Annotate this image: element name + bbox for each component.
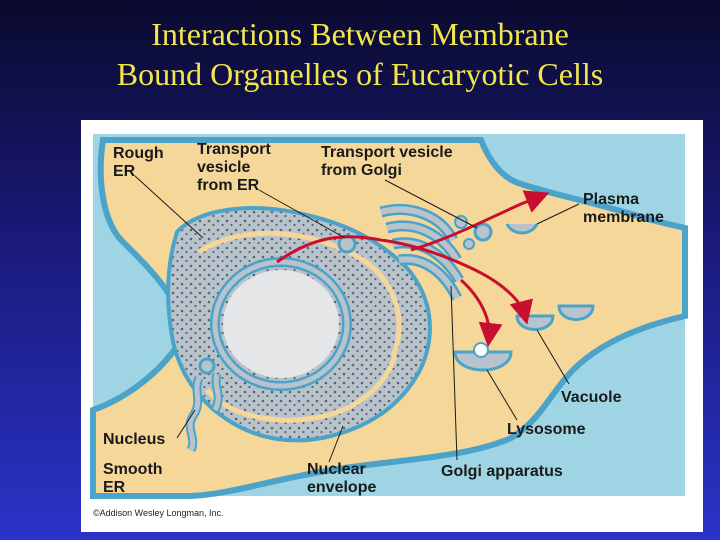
label-transport-vesicle-er: Transport vesicle from ER (197, 141, 275, 194)
vacuole-2 (557, 304, 595, 321)
nuclear-envelope-lumen (212, 259, 350, 389)
vacuole-1 (515, 314, 555, 331)
label-transport-vesicle-golgi: Transport vesicle from Golgi (321, 144, 457, 179)
slide-title: Interactions Between Membrane Bound Orga… (0, 14, 720, 94)
label-nucleus: Nucleus (103, 431, 165, 448)
nucleus (223, 270, 339, 378)
label-smooth-er: Smooth ER (103, 461, 167, 496)
label-vacuole: Vacuole (561, 389, 622, 406)
lysosome-vesicle (473, 342, 489, 358)
copyright-credit: ©Addison Wesley Longman, Inc. (93, 508, 224, 518)
cell-diagram-svg: Rough ER Transport vesicle from ER Trans… (90, 134, 688, 499)
diagram-figure: Rough ER Transport vesicle from ER Trans… (81, 120, 703, 532)
label-nuclear-envelope: Nuclear envelope (307, 461, 376, 496)
label-lysosome: Lysosome (507, 421, 586, 438)
label-golgi-apparatus: Golgi apparatus (441, 463, 563, 480)
smooth-er (185, 357, 223, 453)
label-rough-er: Rough ER (113, 145, 168, 180)
er-lumen-gap (205, 355, 398, 423)
lysosome (453, 350, 513, 372)
exocytosis-vesicle (505, 223, 539, 235)
title-line-2: Bound Organelles of Eucaryotic Cells (116, 56, 604, 92)
transport-vesicle-golgi (473, 222, 493, 242)
label-plasma-membrane: Plasma membrane (583, 191, 664, 226)
leader-lines (134, 175, 580, 463)
title-line-1: Interactions Between Membrane (151, 16, 569, 52)
pathway-arrows (276, 190, 550, 347)
er-lumen-gap (197, 230, 402, 358)
